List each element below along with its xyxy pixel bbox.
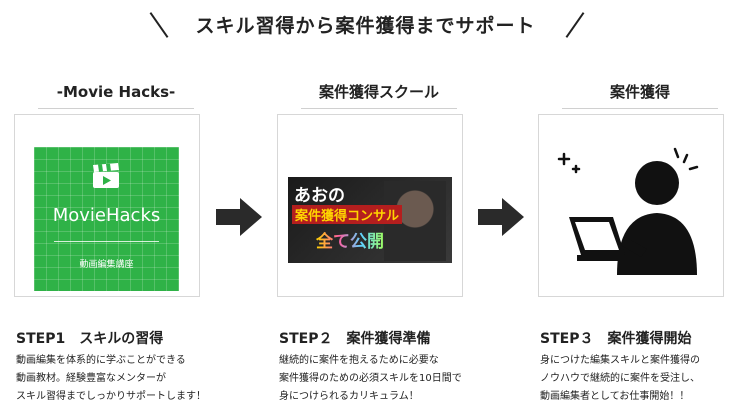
step-image-box: MovieHacks 動画編集講座 <box>14 114 200 297</box>
arrow-right-icon <box>216 198 262 236</box>
thumbnail-text: 案件獲得コンサル <box>292 205 403 224</box>
moviehacks-card: MovieHacks 動画編集講座 <box>34 147 179 291</box>
arrow-right-icon <box>478 198 524 236</box>
card-divider <box>54 241 159 242</box>
description-line: 継続的に案件を抱えるために必要な <box>279 355 439 366</box>
thumbnail-text: あおの <box>294 186 345 206</box>
description-line: 動画編集者としてお仕事開始！！ <box>540 391 690 402</box>
column-divider <box>38 108 194 109</box>
description-line: 身につけられるカリキュラム！ <box>279 391 419 402</box>
description-line: ノウハウで継続的に案件を受注し、 <box>540 373 700 384</box>
step-column-1: -Movie Hacks- MovieHacks 動画編集講座 STEP1 スキ… <box>14 80 216 402</box>
person-laptop-icon <box>557 147 699 275</box>
step-column-2: 案件獲得スクール あおの 案件獲得コンサル 全て公開 STEP２ 案件獲得準備 … <box>277 80 479 402</box>
step-image-box: あおの 案件獲得コンサル 全て公開 <box>277 114 463 297</box>
description-line: スキル習得までしっかりサポートします！ <box>16 391 206 402</box>
description-line: 動画教材。経験豊富なメンターが <box>16 373 166 384</box>
column-title: 案件獲得スクール <box>318 83 439 101</box>
card-title: MovieHacks <box>52 205 161 226</box>
column-title: 案件獲得 <box>609 83 670 101</box>
step-image-box <box>538 114 724 297</box>
step-description: 動画編集を体系的に学ぶことができる 動画教材。経験豊富なメンターが スキル習得ま… <box>16 352 226 406</box>
step-title: STEP３ 案件獲得開始 <box>540 331 692 347</box>
column-divider <box>301 108 457 109</box>
thumbnail-text: 全て公開 <box>316 227 384 252</box>
step-title: STEP1 スキルの習得 <box>16 331 164 347</box>
sparkle-icon <box>557 147 699 174</box>
description-line: 案件獲得のための必須スキルを10日間で <box>279 373 462 384</box>
step-description: 継続的に案件を抱えるために必要な 案件獲得のための必須スキルを10日間で 身につ… <box>279 352 489 406</box>
description-line: 動画編集を体系的に学ぶことができる <box>16 355 186 366</box>
step-title: STEP２ 案件獲得準備 <box>279 331 431 347</box>
step-column-3: 案件獲得 STEP３ 案件獲得開始 身につけた編集スキルと案件獲得の ノウハウで… <box>538 80 731 402</box>
column-divider <box>562 108 718 109</box>
video-thumbnail: あおの 案件獲得コンサル 全て公開 <box>288 177 452 263</box>
clapperboard-icon <box>93 163 119 188</box>
card-subtitle: 動画編集講座 <box>79 260 134 270</box>
step-description: 身につけた編集スキルと案件獲得の ノウハウで継続的に案件を受注し、 動画編集者と… <box>540 352 731 406</box>
page-headline: スキル習得から案件獲得までサポート <box>195 14 536 37</box>
column-title: -Movie Hacks- <box>56 83 176 101</box>
description-line: 身につけた編集スキルと案件獲得の <box>540 355 700 366</box>
